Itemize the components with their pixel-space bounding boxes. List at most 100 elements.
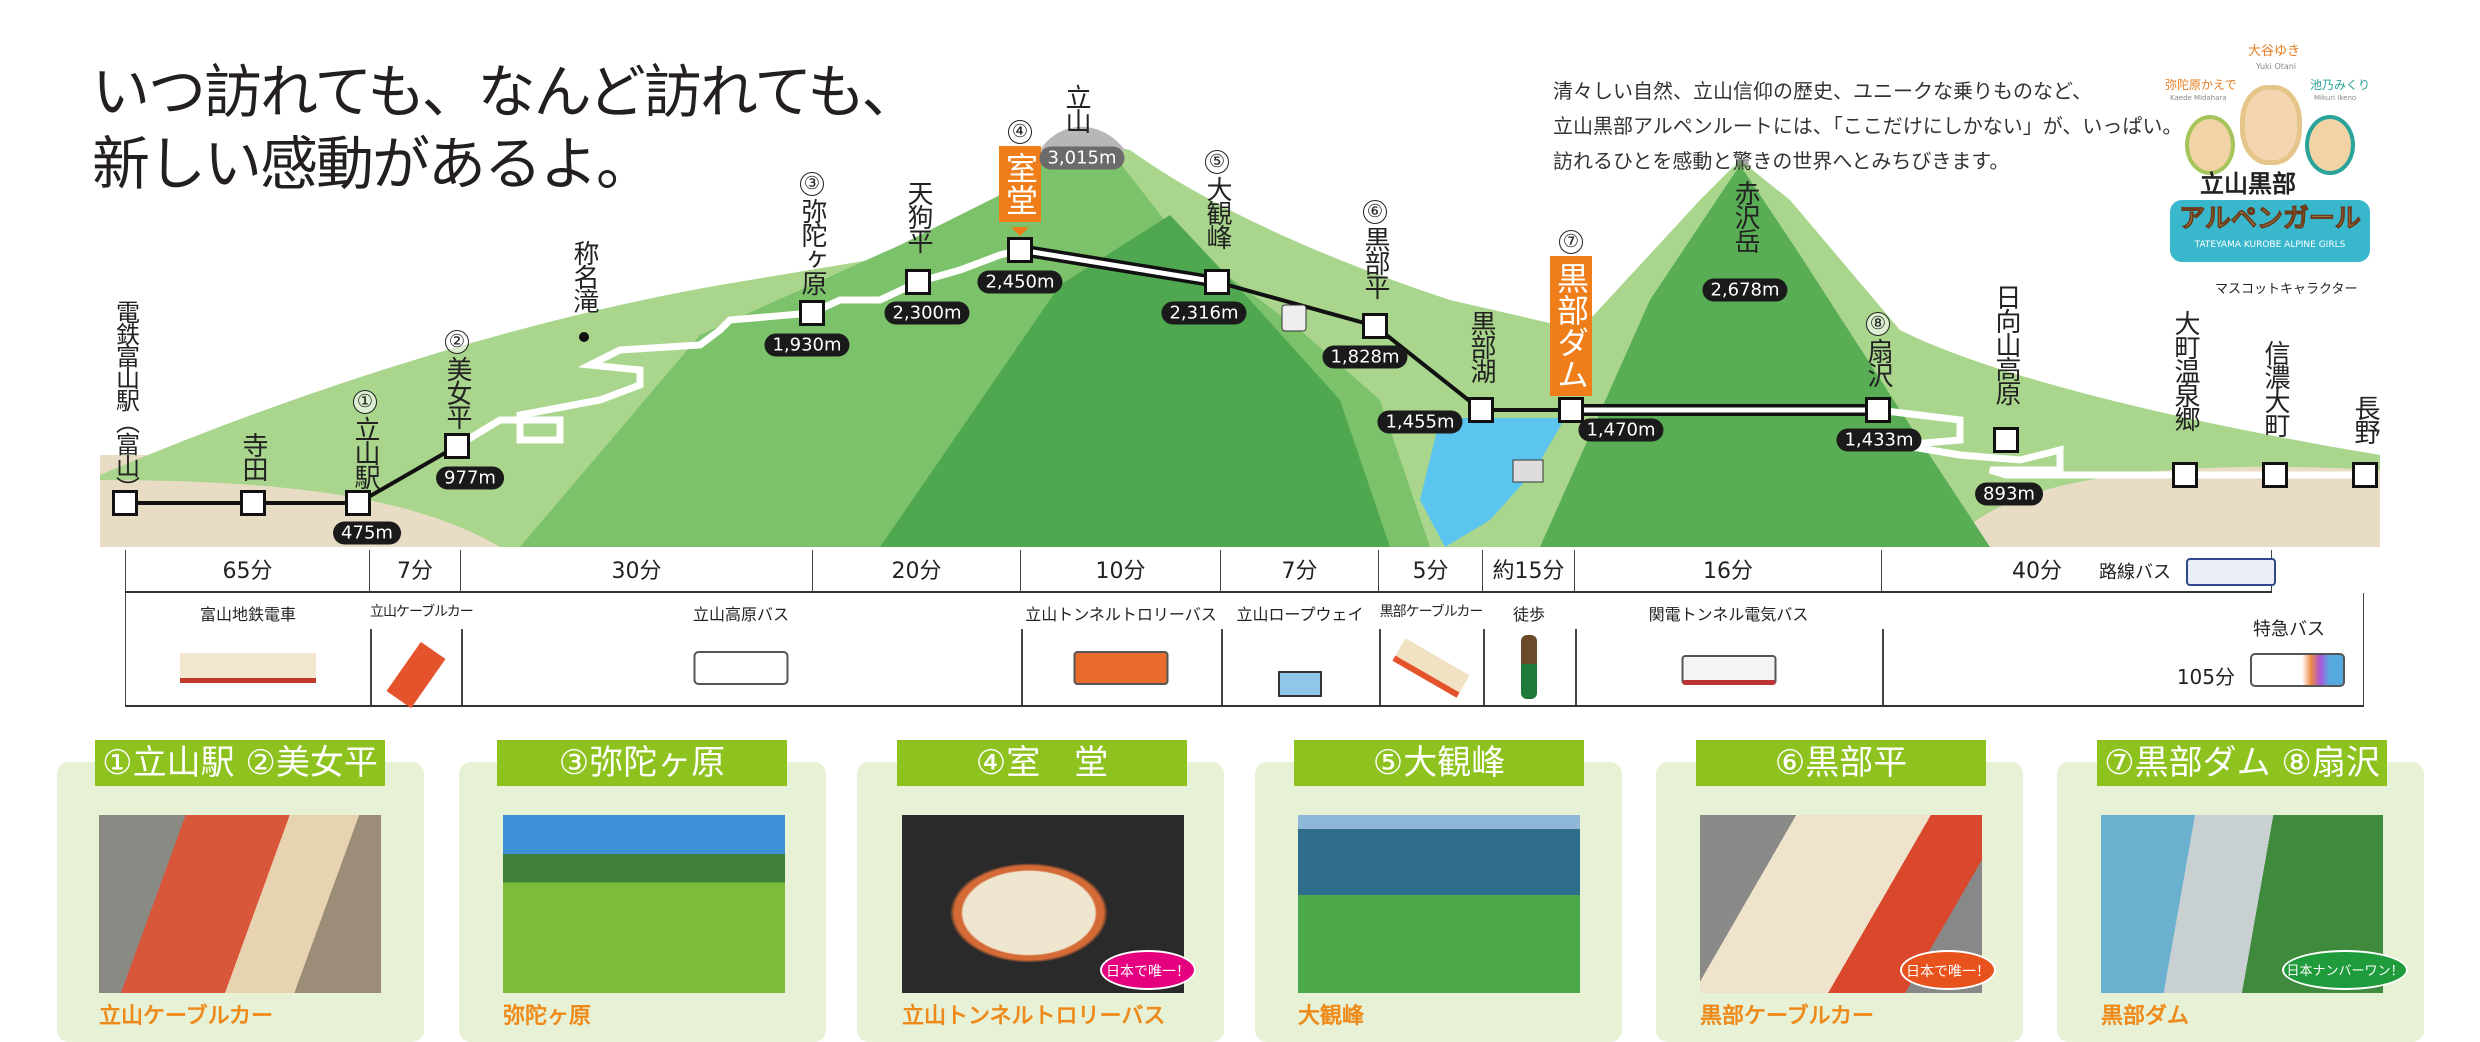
mascot-name-en: Mikuri Ikeno xyxy=(2314,94,2357,102)
express-bus-time: 105分 xyxy=(2176,665,2235,689)
description: 清々しい自然、立山信仰の歴史、ユニークな乗りものなど、 立山黒部アルペンルートに… xyxy=(1553,74,2182,179)
time-cell: 10分 xyxy=(1020,550,1220,591)
spot-card-caption: 黒部ケーブルカー xyxy=(1700,1004,1875,1029)
station-marker-hinatayama xyxy=(1993,427,2019,453)
spot-card-caption: 立山トンネルトロリーバス xyxy=(902,1004,1166,1029)
headline: いつ訪れても、なんど訪れても、 新しい感動があるよ。 xyxy=(92,56,920,200)
mascot-logo: 大谷ゆき Yuki Otani 弥陀原かえで Kaede Midahara 池乃… xyxy=(2165,44,2371,310)
logo-banner: アルペンガール TATEYAMA KUROBE ALPINE GIRLS xyxy=(2170,200,2370,262)
station-marker-tateyama xyxy=(345,490,371,516)
elevation-badge: 2,316m xyxy=(1161,301,1247,325)
station-label-kurobe-dam: 黒部ダム xyxy=(1550,256,1592,410)
ropeway-gondola-icon xyxy=(1281,304,1307,332)
station-label-nagano: 長野 xyxy=(2350,395,2380,443)
logo-title: アルペンガール xyxy=(2179,204,2362,235)
mascot-yuki xyxy=(2240,85,2302,165)
station-marker-kurobeko xyxy=(1468,397,1494,423)
station-number: ⑦ xyxy=(1559,230,1583,254)
elevation-badge: 1,828m xyxy=(1322,345,1408,369)
walker-icon xyxy=(1521,635,1537,699)
spot-card-caption: 弥陀ヶ原 xyxy=(503,1004,592,1029)
station-label-tateyama: 立山駅 xyxy=(350,416,380,488)
vehicle-express-bus: 特急バス 105分 xyxy=(1882,593,2365,705)
description-line: 清々しい自然、立山信仰の歴史、ユニークな乗りものなど、 xyxy=(1553,79,2092,103)
station-label-bijodaira: 美女平 xyxy=(442,356,472,428)
vehicle-toyama-chitetsu: 富山地鉄電車 xyxy=(126,593,370,705)
elevation-badge: 1,455m xyxy=(1377,410,1463,434)
station-marker-kurobe-dam xyxy=(1558,397,1584,423)
vehicle-label: 立山ロープウェイ xyxy=(1236,605,1364,624)
vehicle-label: 関電トンネル電気バス xyxy=(1648,605,1809,624)
station-marker-tengudaira xyxy=(905,269,931,295)
electric-bus-icon xyxy=(1681,655,1776,685)
elevation-badge: 977m xyxy=(436,466,504,490)
time-cell: 20分 xyxy=(812,550,1020,591)
station-label-ogisawa: 扇沢 xyxy=(1863,338,1893,386)
station-marker-ogisawa xyxy=(1865,397,1891,423)
kurobe-lake xyxy=(1420,418,1565,547)
station-label-midagahara: 弥陀ヶ原 xyxy=(797,198,827,294)
elevation-badge: 893m xyxy=(1975,482,2043,506)
description-line: 立山黒部アルペンルートには、「ここだけにしかない」が、いっぱい。 xyxy=(1553,114,2183,138)
station-label-shinano-omachi: 信濃大町 xyxy=(2260,340,2290,436)
time-value: 40分 xyxy=(2012,559,2062,584)
time-cell: 65分 xyxy=(125,550,369,591)
mascot-name: 弥陀原かえで xyxy=(2165,78,2237,92)
train-icon xyxy=(180,653,316,683)
photo-daikanbo xyxy=(1298,815,1580,993)
ropeway-icon xyxy=(1278,671,1322,697)
vehicle-label: 立山トンネルトロリーバス xyxy=(1025,605,1217,624)
time-cell: 16分 xyxy=(1574,550,1881,591)
mascot-mikuri xyxy=(2305,115,2355,175)
vehicle-kanden-bus: 関電トンネル電気バス xyxy=(1575,593,1882,705)
vehicle-kogen-bus: 立山高原バス xyxy=(461,593,1021,705)
elevation-badge: 1,433m xyxy=(1836,428,1922,452)
vehicle-label: 黒部ケーブルカー xyxy=(1379,604,1484,620)
station-label-terada: 寺田 xyxy=(238,432,268,480)
station-label-omachi-onsen: 大町温泉郷 xyxy=(2170,310,2200,430)
photo-tateyama-cable xyxy=(99,815,381,993)
ridge-dark xyxy=(880,215,1390,547)
station-label-kurobeko: 黒部湖 xyxy=(1466,310,1496,382)
station-number: ③ xyxy=(800,172,824,196)
elevation-badge: 3,015m xyxy=(1039,146,1125,170)
route-bus-icon xyxy=(2186,558,2276,586)
bus-icon xyxy=(693,651,789,685)
akazawa-mountain xyxy=(1540,165,1990,547)
station-label-hinatayama: 日向山高原 xyxy=(1991,284,2021,404)
spot-card-title: ①立山駅 ②美女平 xyxy=(95,740,385,786)
elevation-badge: 2,300m xyxy=(884,301,970,325)
time-cell: 30分 xyxy=(460,550,812,591)
station-marker-kurobedaira xyxy=(1362,313,1388,339)
badge-only-in-japan: 日本で唯一！ xyxy=(1100,950,1196,990)
spot-card-title: ③弥陀ヶ原 xyxy=(497,740,787,786)
station-number: ④ xyxy=(1008,120,1032,144)
route-bus-label: 路線バス xyxy=(2099,562,2171,583)
badge-only-in-japan: 日本で唯一！ xyxy=(1900,950,1996,990)
route-line-bus xyxy=(1877,406,2365,479)
route-line-cable xyxy=(1216,280,1571,412)
mascot-name-en: Kaede Midahara xyxy=(2170,94,2227,102)
station-label-murodo: 室堂 xyxy=(999,146,1041,236)
peak-label-akazawa: 赤沢岳 xyxy=(1730,180,1760,252)
station-marker-omachi-onsen xyxy=(2172,462,2198,488)
vehicle-ropeway: 立山ロープウェイ xyxy=(1221,593,1379,705)
mascot-name: 池乃みくり xyxy=(2310,78,2371,92)
express-bus-icon xyxy=(2250,653,2345,687)
station-label-toyama: 電鉄富山駅（富山） xyxy=(111,300,140,498)
elevation-badge: 1,470m xyxy=(1578,418,1664,442)
station-marker-nagano xyxy=(2352,462,2378,488)
station-label-daikanbo: 大観峰 xyxy=(1202,176,1232,248)
vehicle-kurobe-cable: 黒部ケーブルカー xyxy=(1379,593,1483,705)
description-line: 訪れるひとを感動と驚きの世界へとみちびきます。 xyxy=(1553,149,2010,173)
station-number: ① xyxy=(353,390,377,414)
mascot-name-en: Yuki Otani xyxy=(2256,62,2297,71)
mascot-name: 大谷ゆき xyxy=(2248,44,2301,59)
station-marker-toyama xyxy=(112,490,138,516)
headline-line-1: いつ訪れても、なんど訪れても、 xyxy=(92,58,920,126)
vehicle-label: 徒歩 xyxy=(1512,605,1545,624)
time-cell: 40分 路線バス xyxy=(1881,550,2276,591)
station-marker-bijodaira xyxy=(444,433,470,459)
logo-text: 立山黒部 xyxy=(2200,170,2296,198)
station-marker-shinano-omachi xyxy=(2262,462,2288,488)
